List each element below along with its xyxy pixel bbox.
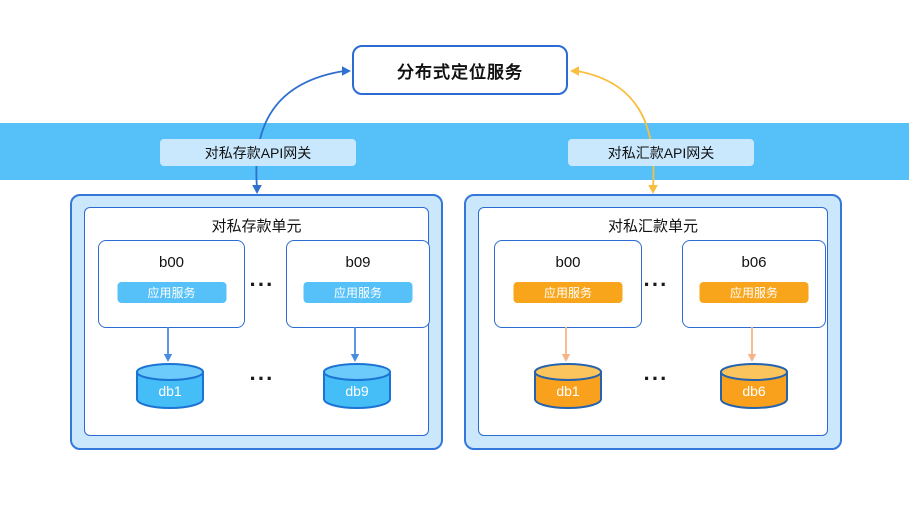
distributed-locator-service-box: 分布式定位服务 [352, 45, 568, 95]
deposit-api-gateway: 对私存款API网关 [160, 139, 356, 166]
node-name: b09 [345, 254, 371, 271]
app-service-pill: 应用服务 [117, 282, 226, 303]
node-name: b00 [158, 254, 185, 271]
cylinder-body [323, 371, 391, 409]
arrowhead-down-icon [747, 354, 757, 362]
deposit-unit-container: 对私存款单元 b00 应用服务 ··· b09 应用服务 db1 ··· db9 [70, 194, 443, 450]
cylinder-top [534, 363, 602, 381]
database-label: db9 [345, 383, 369, 399]
node-name: b00 [555, 254, 581, 271]
locator-service-label: 分布式定位服务 [397, 62, 523, 82]
arrowhead-down-icon [350, 354, 360, 362]
remit-unit-container: 对私汇款单元 b00 应用服务 ··· b06 应用服务 db1 ··· db6 [464, 194, 842, 450]
database-cylinder-icon: db9 [323, 363, 391, 409]
app-service-pill: 应用服务 [699, 282, 809, 303]
database-label: db6 [742, 383, 766, 399]
app-service-pill: 应用服务 [513, 282, 623, 303]
deposit-routing-curve [255, 70, 345, 189]
arrowhead-into-deposit-unit-icon [252, 185, 262, 194]
remit-api-gateway: 对私汇款API网关 [568, 139, 754, 166]
deposit-node-b09: b09 应用服务 [286, 240, 430, 328]
deposit-unit-title: 对私存款单元 [211, 218, 302, 235]
cylinder-top [136, 363, 204, 381]
arrowhead-down-icon [561, 354, 571, 362]
database-label: db1 [158, 383, 182, 399]
arrowhead-into-locator-right-icon [570, 66, 579, 76]
cylinder-top [323, 363, 391, 381]
remit-unit-title: 对私汇款单元 [607, 218, 698, 235]
cylinder-body [136, 371, 204, 409]
remit-gateway-label: 对私汇款API网关 [607, 144, 715, 161]
deposit-node-b00: b00 应用服务 [98, 240, 245, 328]
database-cylinder-icon: db1 [534, 363, 602, 409]
arrowhead-into-locator-left-icon [342, 66, 351, 76]
node-name: b06 [741, 254, 767, 271]
api-gateway-band [0, 123, 909, 180]
node-ellipsis: ··· [643, 272, 669, 297]
remit-routing-curve [576, 70, 655, 189]
cylinder-body [534, 371, 602, 409]
cylinder-body [720, 371, 788, 409]
arrowhead-into-remit-unit-icon [648, 185, 658, 194]
node-ellipsis: ··· [249, 272, 275, 297]
database-cylinder-icon: db1 [136, 363, 204, 409]
deposit-gateway-label: 对私存款API网关 [204, 144, 312, 161]
cylinder-top [720, 363, 788, 381]
app-service-pill: 应用服务 [303, 282, 413, 303]
database-ellipsis: ··· [643, 366, 669, 391]
remit-node-b06: b06 应用服务 [682, 240, 826, 328]
database-cylinder-icon: db6 [720, 363, 788, 409]
remit-node-b00: b00 应用服务 [494, 240, 642, 328]
arrowhead-down-icon [163, 354, 173, 362]
database-ellipsis: ··· [249, 366, 275, 391]
database-label: db1 [556, 383, 580, 399]
